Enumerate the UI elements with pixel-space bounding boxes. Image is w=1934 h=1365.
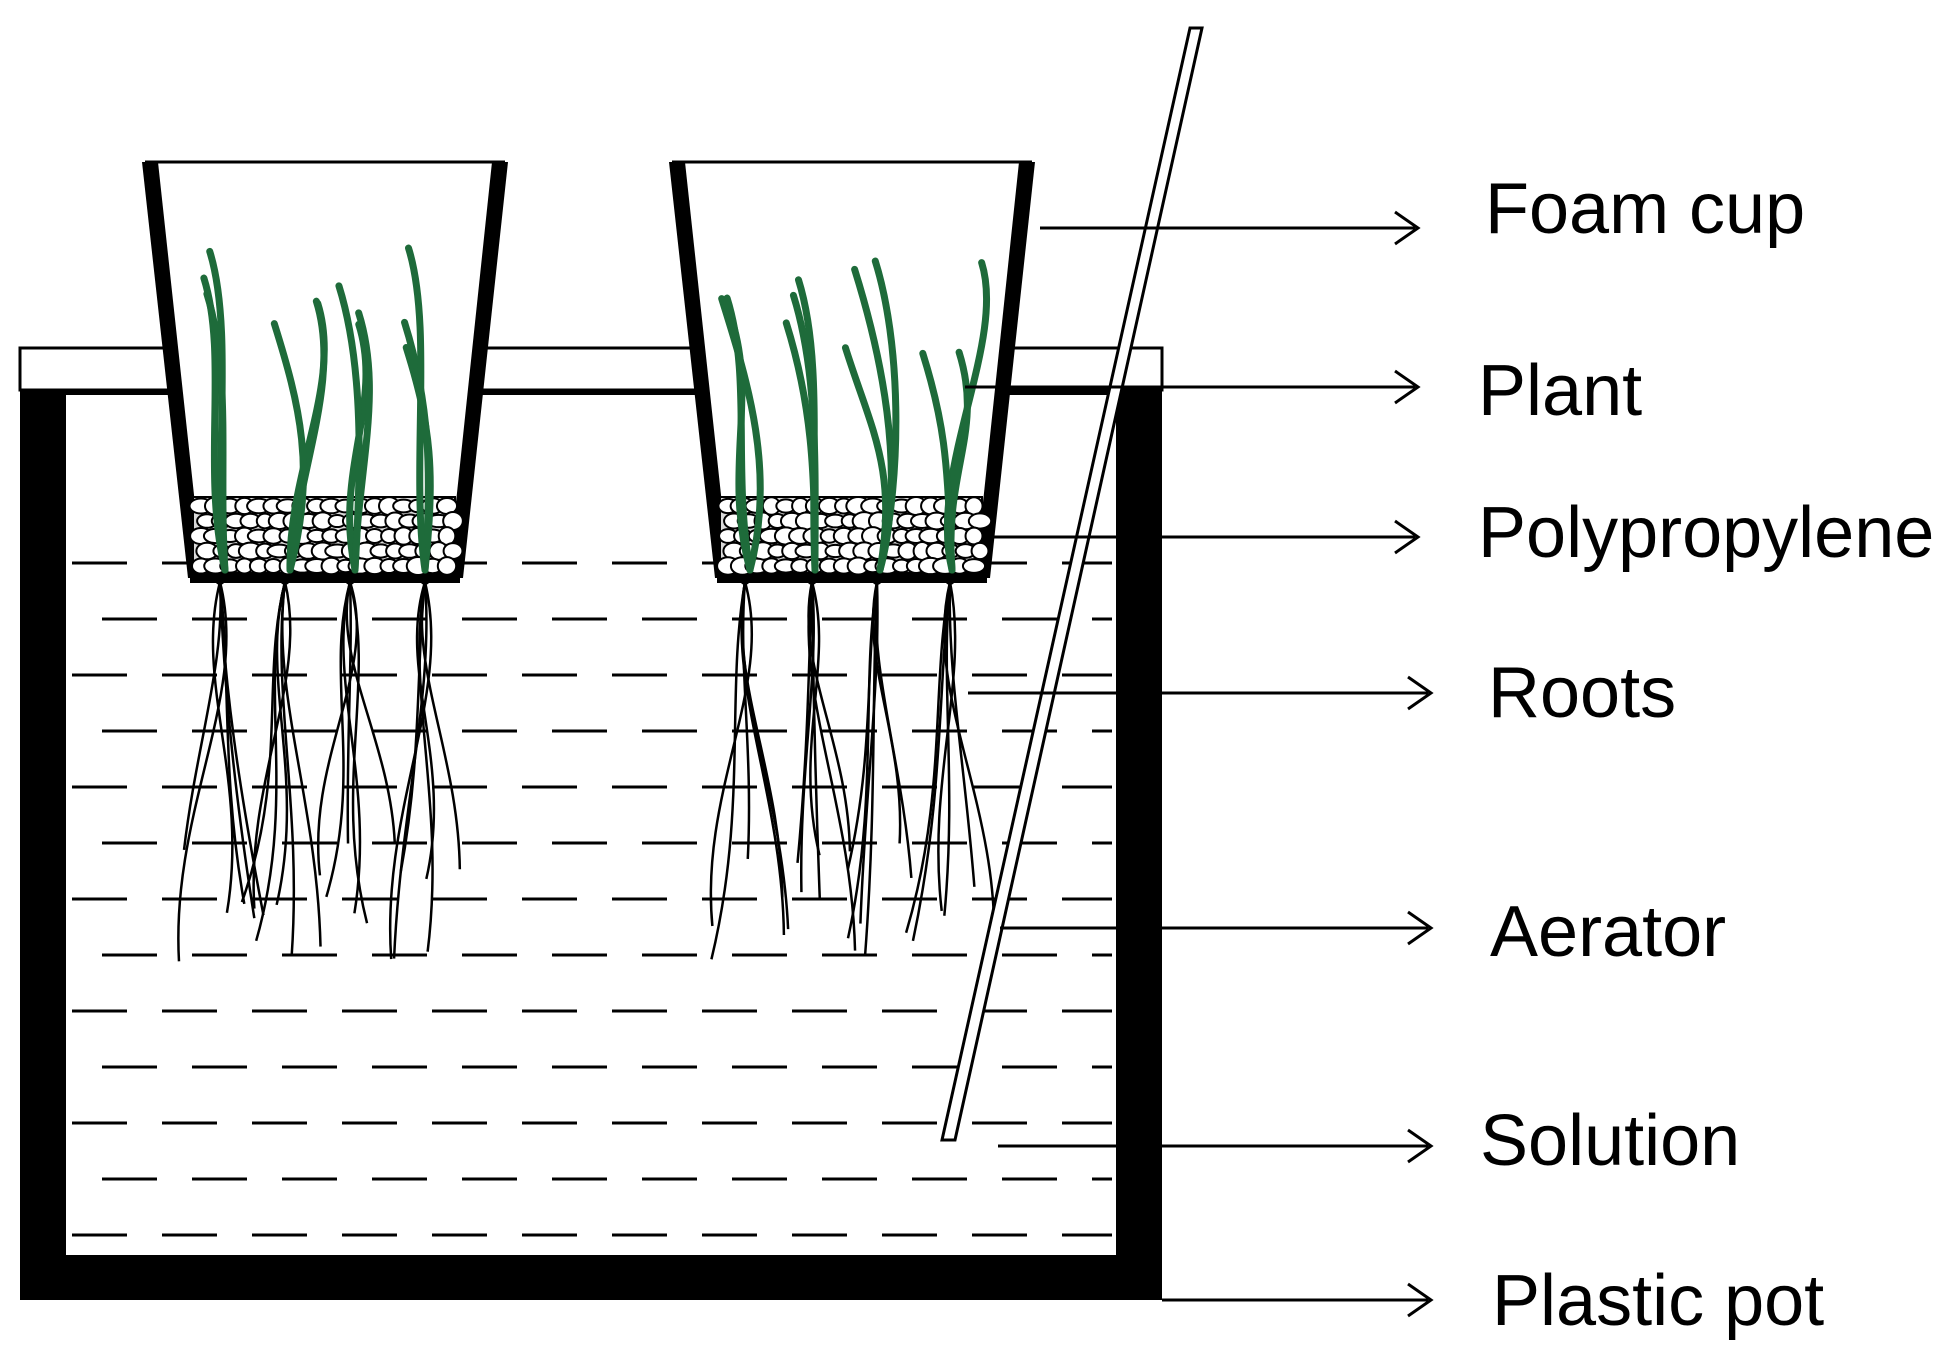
root-strand: [937, 581, 957, 912]
plants: [200, 244, 991, 574]
root-strand: [325, 581, 352, 898]
root-strand: [741, 581, 790, 930]
root-strand: [218, 581, 256, 919]
polypropylene-bead: [961, 558, 987, 574]
root-strand: [211, 581, 234, 914]
leader-lines: [965, 210, 1434, 1318]
root-strand: [807, 581, 852, 852]
root-strand: [911, 581, 952, 942]
arrow-roots: [1407, 675, 1434, 711]
label-aerator: Aerator: [1490, 892, 1726, 972]
plant-leaf: [718, 295, 764, 574]
root-strand: [942, 581, 996, 948]
plant-leaf: [335, 282, 363, 574]
root-strand: [346, 581, 352, 844]
root-strand: [799, 581, 815, 893]
root-strand: [418, 581, 434, 952]
plant-leaf: [401, 318, 432, 574]
label-plant: Plant: [1478, 351, 1642, 431]
root-strand: [342, 581, 362, 914]
arrow-aerator: [1407, 910, 1434, 946]
plant-leaf: [947, 348, 971, 574]
plant-leaf: [270, 320, 307, 574]
polypropylene-bead: [436, 556, 458, 576]
arrow-foam-cup: [1394, 210, 1421, 246]
plant-leaf: [206, 247, 229, 574]
root-strand: [182, 581, 222, 851]
polypropylene-bead: [970, 541, 990, 561]
plant-leaf: [871, 257, 900, 574]
root-strand: [348, 581, 369, 924]
plant-leaf: [405, 244, 429, 574]
roots: [177, 575, 996, 962]
label-polypropylene: Polypropylene: [1478, 493, 1934, 573]
arrow-solution: [1407, 1128, 1434, 1164]
polypropylene-bead: [964, 526, 984, 546]
polypropylene-bead: [967, 512, 993, 530]
label-solution: Solution: [1480, 1101, 1740, 1181]
root-strand: [874, 581, 913, 879]
root-strand: [177, 581, 228, 962]
root-strand: [710, 581, 747, 960]
labels: Foam cup Plant Polypropylene Roots Aerat…: [1478, 169, 1934, 1341]
root-strand: [948, 581, 976, 887]
aerator-tube: [940, 26, 1204, 1142]
root-strand: [859, 581, 879, 924]
label-plastic-pot: Plastic pot: [1492, 1261, 1824, 1341]
arrow-plastic-pot: [1407, 1282, 1434, 1318]
root-strand: [846, 581, 879, 870]
label-foam-cup: Foam cup: [1485, 169, 1805, 249]
plant-leaf: [286, 299, 328, 574]
arrow-plant: [1394, 369, 1421, 405]
root-strand: [709, 581, 754, 927]
label-roots: Roots: [1488, 653, 1676, 733]
plant-leaf: [794, 276, 819, 574]
root-strand: [281, 581, 322, 947]
root-strand: [345, 581, 397, 843]
root-strand: [218, 581, 246, 905]
arrow-polypropylene: [1394, 519, 1421, 555]
root-strand: [809, 581, 821, 856]
root-strand: [254, 581, 287, 942]
